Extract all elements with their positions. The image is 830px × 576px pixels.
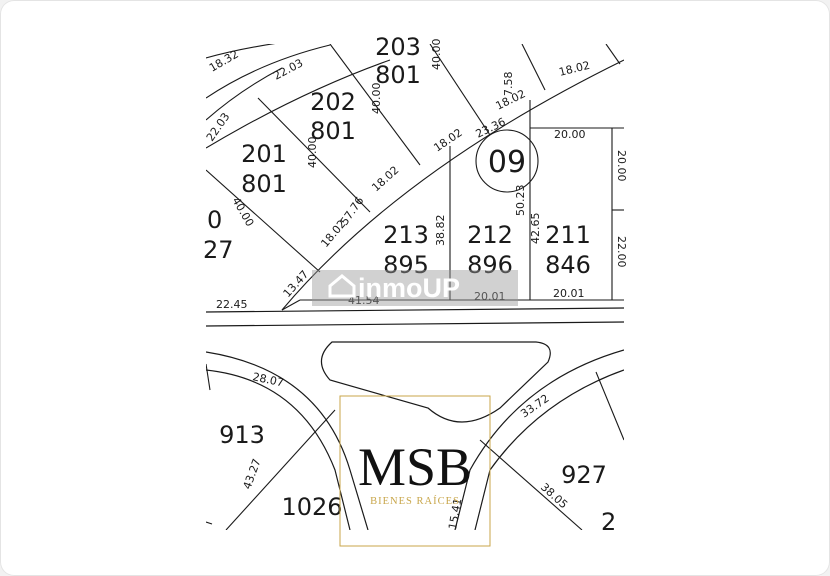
dimension-label: 18.02 <box>431 126 464 154</box>
dimension-label: 20.01 <box>553 287 585 300</box>
dimension-label: 28.07 <box>251 370 285 389</box>
lot-213-number: 213 <box>383 221 429 249</box>
dimension-label: 40.00 <box>370 83 383 115</box>
lot-201-area: 801 <box>241 170 287 198</box>
dimension-label: 41.54 <box>348 294 380 307</box>
lot-202-number: 202 <box>310 88 356 116</box>
lot-213-area: 895 <box>383 251 429 279</box>
dimension-label: 38.82 <box>434 215 447 247</box>
lot-203-number: 203 <box>375 33 421 61</box>
dimension-label: 18.32 <box>207 48 241 75</box>
brand-logo: MSB BIENES RAÍCES <box>339 395 491 547</box>
watermark: inmoUP <box>312 270 518 306</box>
dimension-label: 33.72 <box>518 392 551 421</box>
dimension-label: 18.02 <box>369 163 401 194</box>
watermark-band <box>312 270 518 306</box>
brand-frame <box>339 395 491 547</box>
lot-212-number: 212 <box>467 221 513 249</box>
dimension-label: 42.65 <box>529 213 542 245</box>
dimension-label: 22.03 <box>204 110 233 143</box>
dimension-label: 23.36 <box>474 115 508 140</box>
brand-name: MSB <box>358 437 472 497</box>
block-circle <box>475 129 539 193</box>
dimension-label: 22.03 <box>271 56 305 82</box>
plan-linework <box>206 44 624 530</box>
lot-labels: 203 801 202 801 201 801 0 27 213 895 212… <box>203 33 616 536</box>
lot-201-number: 201 <box>241 140 287 168</box>
dimension-label: 20.01 <box>474 290 506 303</box>
dimension-label: 20.00 <box>554 128 586 141</box>
dimension-label: 43.27 <box>241 457 264 491</box>
lot-913-number: 913 <box>219 421 265 449</box>
dimension-label: 22.00 <box>615 236 628 268</box>
watermark-text: inmoUP <box>358 273 460 303</box>
dimension-label: 18.02 <box>558 59 592 79</box>
dimension-label: 40.00 <box>430 39 443 71</box>
lot-partial-right-number: 2 <box>601 508 616 536</box>
dimension-label: 15.41 <box>446 497 464 530</box>
lot-211-number: 211 <box>545 221 591 249</box>
brand-tagline: BIENES RAÍCES <box>370 495 460 507</box>
lot-927-number: 927 <box>561 461 607 489</box>
lot-212-area: 896 <box>467 251 513 279</box>
house-icon <box>328 274 356 298</box>
lot-202-area: 801 <box>310 117 356 145</box>
lot-partial-left-number: 0 <box>207 206 222 234</box>
lot-partial-left-area: 27 <box>203 236 234 264</box>
lot-203-area: 801 <box>375 61 421 89</box>
dimension-label: 20.00 <box>615 150 628 182</box>
dimension-label: 50.23 <box>514 185 527 217</box>
lot-211-area: 846 <box>545 251 591 279</box>
dimension-label: 7.58 <box>502 72 515 97</box>
lot-1026-number: 1026 <box>281 493 342 521</box>
dimension-label: 13.47 <box>281 268 312 300</box>
dimension-label: 40.00 <box>306 137 319 169</box>
dimension-label: 22.45 <box>216 298 248 311</box>
block-label: 09 <box>488 145 526 180</box>
